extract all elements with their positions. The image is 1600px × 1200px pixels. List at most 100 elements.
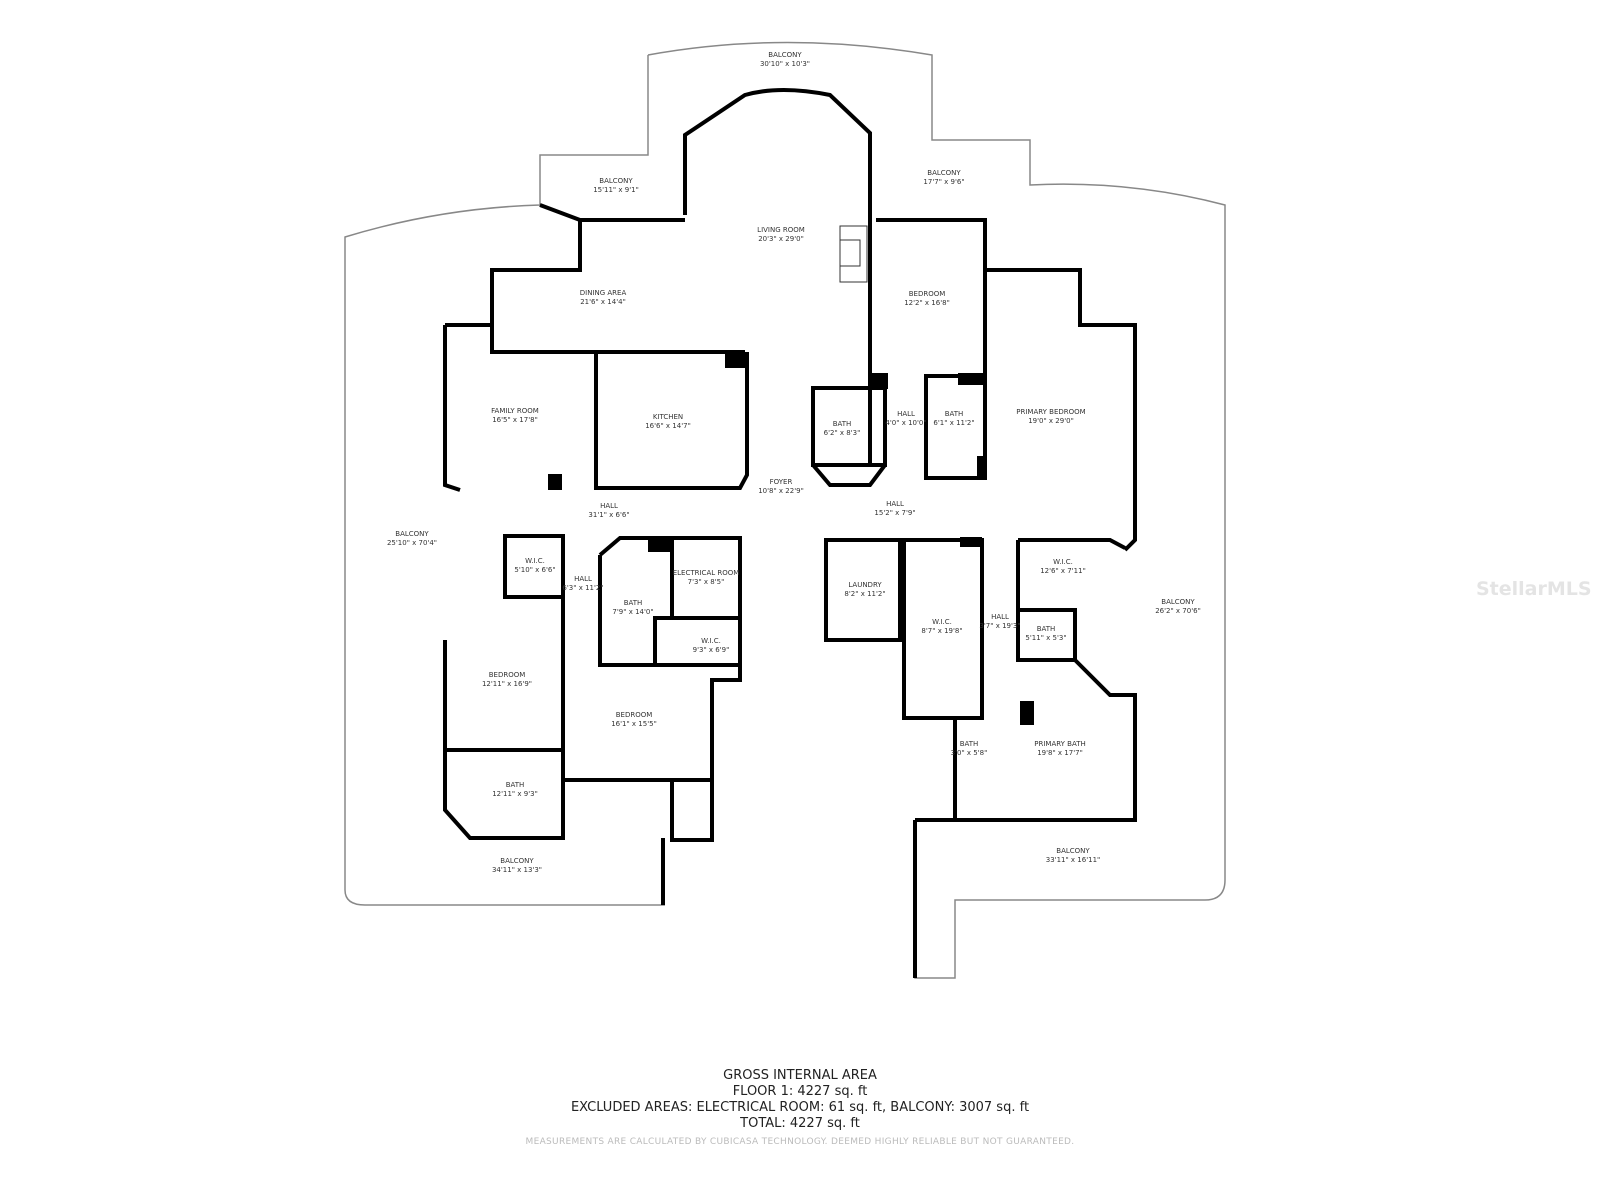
room-name: HALL — [600, 502, 618, 510]
room-dimensions: 17'7" x 9'6" — [923, 178, 965, 186]
room-name: BATH — [623, 599, 643, 607]
room-dimensions: 26'2" x 70'6" — [1155, 607, 1201, 615]
room-name: W.I.C. — [932, 618, 952, 626]
room-label-w-i-c: W.I.C.12'6" x 7'11" — [1040, 558, 1086, 576]
room-dimensions: 6'3" x 11'2" — [562, 584, 604, 592]
walls — [443, 88, 1137, 978]
summary-floor: FLOOR 1: 4227 sq. ft — [732, 1084, 868, 1099]
room-name: BATH — [1036, 625, 1056, 633]
room-name: KITCHEN — [652, 413, 684, 421]
room-dimensions: 21'6" x 14'4" — [580, 298, 626, 306]
room-name: BATH — [944, 410, 964, 418]
room-dimensions: 12'11" x 9'3" — [492, 790, 538, 798]
room-name: PRIMARY BEDROOM — [1016, 408, 1086, 416]
room-dimensions: 16'5" x 17'8" — [492, 416, 538, 424]
room-name: LIVING ROOM — [757, 226, 805, 234]
room-name: BALCONY — [1056, 847, 1090, 855]
room-dimensions: 12'2" x 16'8" — [904, 299, 950, 307]
room-dimensions: 8'7" x 19'8" — [921, 627, 963, 635]
room-dimensions: 34'11" x 13'3" — [491, 866, 543, 874]
room-dimensions: 16'6" x 14'7" — [645, 422, 691, 430]
room-label-w-i-c: W.I.C.8'7" x 19'8" — [921, 618, 962, 636]
room-dimensions: 16'1" x 15'5" — [611, 720, 657, 728]
room-dimensions: 10'8" x 22'9" — [758, 487, 804, 495]
summary-total: TOTAL: 4227 sq. ft — [740, 1116, 860, 1131]
room-name: PRIMARY BATH — [1034, 740, 1086, 748]
room-dimensions: 6'2" x 8'3" — [823, 429, 861, 437]
room-name: HALL — [886, 500, 904, 508]
room-name: LAUNDRY — [848, 581, 882, 589]
summary-excluded: EXCLUDED AREAS: ELECTRICAL ROOM: 61 sq. … — [570, 1100, 1030, 1115]
room-name: BATH — [832, 420, 852, 428]
disclaimer: MEASUREMENTS ARE CALCULATED BY CUBICASA … — [525, 1137, 1075, 1147]
room-name: BALCONY — [768, 51, 802, 59]
room-dimensions: 5'10" x 6'6" — [514, 566, 556, 574]
room-dimensions: 7'9" x 14'0" — [612, 608, 654, 616]
room-dimensions: 19'8" x 17'7" — [1037, 749, 1083, 757]
room-name: HALL — [574, 575, 592, 583]
summary-title: GROSS INTERNAL AREA — [723, 1068, 877, 1083]
room-name: W.I.C. — [525, 557, 545, 565]
room-name: HALL — [991, 613, 1009, 621]
room-dimensions: 33'11" x 16'11" — [1045, 856, 1101, 864]
room-name: FOYER — [769, 478, 793, 486]
room-name: BATH — [959, 740, 979, 748]
room-dimensions: 31'1" x 6'6" — [588, 511, 630, 519]
room-dimensions: 3'0" x 5'8" — [950, 749, 988, 757]
room-dimensions: 4'0" x 10'0" — [885, 419, 927, 427]
room-name: BATH — [505, 781, 525, 789]
room-dimensions: 3'7" x 19'3" — [979, 622, 1021, 630]
room-name: BEDROOM — [615, 711, 653, 719]
room-label-w-i-c: W.I.C.5'10" x 6'6" — [514, 557, 555, 575]
room-dimensions: 7'3" x 8'5" — [687, 578, 725, 586]
room-label-w-i-c: W.I.C.9'3" x 6'9" — [693, 637, 730, 655]
room-name: W.I.C. — [1053, 558, 1073, 566]
room-name: BEDROOM — [908, 290, 946, 298]
room-dimensions: 6'1" x 11'2" — [933, 419, 975, 427]
room-name: BEDROOM — [488, 671, 526, 679]
room-dimensions: 15'2" x 7'9" — [874, 509, 916, 517]
room-name: ELECTRICAL ROOM — [672, 569, 740, 577]
columns — [548, 352, 1034, 725]
room-dimensions: 12'6" x 7'11" — [1040, 567, 1086, 575]
room-dimensions: 25'10" x 70'4" — [386, 539, 438, 547]
area-summary: GROSS INTERNAL AREA FLOOR 1: 4227 sq. ft… — [0, 1068, 1600, 1132]
room-dimensions: 20'3" x 29'0" — [758, 235, 804, 243]
room-dimensions: 5'11" x 5'3" — [1025, 634, 1067, 642]
room-dimensions: 30'10" x 10'3" — [759, 60, 811, 68]
room-name: DINING AREA — [579, 289, 627, 297]
room-dimensions: 8'2" x 11'2" — [844, 590, 886, 598]
room-name: BALCONY — [599, 177, 633, 185]
room-name: BALCONY — [927, 169, 961, 177]
room-name: BALCONY — [500, 857, 534, 865]
room-name: W.I.C. — [701, 637, 721, 645]
watermark-logo: StellarMLS — [1476, 578, 1592, 600]
room-dimensions: 9'3" x 6'9" — [692, 646, 730, 654]
